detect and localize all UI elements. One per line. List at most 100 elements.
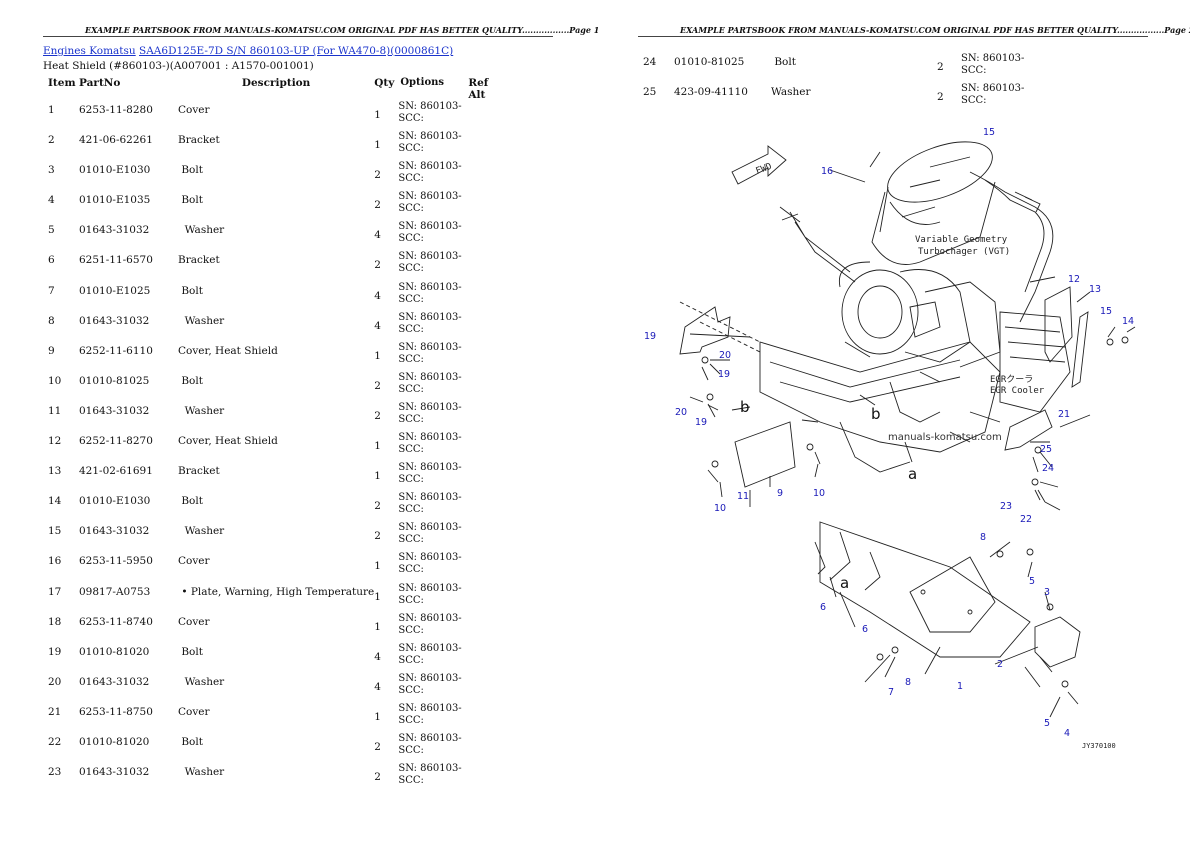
options-sn: SN: 860103- bbox=[398, 281, 462, 293]
breadcrumb-link-engines[interactable]: Engines Komatsu bbox=[43, 45, 136, 57]
cell-item: 6 bbox=[48, 251, 77, 281]
cell-description: Cover, Heat Shield bbox=[178, 432, 374, 462]
cell-partno-text: 01010-E1030 bbox=[79, 164, 151, 177]
cell-item: 12 bbox=[48, 432, 77, 462]
cell-description: Cover bbox=[178, 703, 374, 733]
cell-qty: 1 bbox=[374, 703, 394, 733]
cell-description: • Plate, Warning, High Temperature bbox=[178, 583, 374, 613]
cell-refalt bbox=[468, 372, 508, 402]
cell-item: 10 bbox=[48, 372, 77, 402]
cell-item-text: 18 bbox=[48, 615, 62, 628]
cell-qty-text: 1 bbox=[374, 560, 381, 573]
options-scc: SCC: bbox=[398, 413, 424, 425]
options-sn: SN: 860103- bbox=[398, 612, 462, 624]
cell-item-text: 7 bbox=[48, 284, 55, 297]
cell-item: 22 bbox=[48, 733, 77, 763]
callout-10-right: 10 bbox=[813, 488, 825, 499]
callout-12: 12 bbox=[1068, 274, 1080, 285]
options-scc: SCC: bbox=[398, 775, 424, 787]
options-scc: SCC: bbox=[398, 654, 424, 666]
cell-refalt bbox=[468, 552, 508, 582]
options-scc: SCC: bbox=[961, 95, 987, 106]
cell-item: 7 bbox=[48, 282, 77, 312]
options-sn: SN: 860103- bbox=[398, 732, 462, 744]
callout-8-upper: 8 bbox=[980, 532, 986, 543]
egr-label-line1: EGRクーラ bbox=[990, 374, 1033, 385]
cell-partno: 423-09-41110 bbox=[672, 83, 771, 113]
cell-options: SN: 860103-SCC: bbox=[394, 673, 468, 703]
col-description: Description bbox=[241, 77, 311, 89]
cell-refalt bbox=[468, 703, 508, 733]
fwd-arrow-icon bbox=[731, 145, 787, 185]
cell-description-text: Cover, Heat Shield bbox=[178, 435, 278, 448]
cell-partno: 01010-81025 bbox=[672, 53, 771, 83]
cell-description: Washer bbox=[178, 522, 374, 552]
cell-partno: 01643-31032 bbox=[77, 221, 178, 251]
options-sn: SN: 860103- bbox=[398, 371, 462, 383]
callout-5-upper: 5 bbox=[1029, 576, 1035, 587]
cell-description-text: Cover bbox=[178, 615, 210, 628]
cell-refalt bbox=[468, 131, 508, 161]
cell-item: 5 bbox=[48, 221, 77, 251]
options-scc: SCC: bbox=[398, 233, 424, 245]
cell-refalt bbox=[468, 492, 508, 522]
cell-description-text: Cover bbox=[178, 104, 210, 116]
cell-description: Bolt bbox=[771, 53, 937, 83]
callout-17: 15 bbox=[983, 127, 995, 138]
cell-description-text: Cover bbox=[178, 705, 210, 718]
cell-description-text: Washer bbox=[178, 224, 225, 237]
options-scc: SCC: bbox=[398, 684, 424, 696]
callout-6-right: 6 bbox=[862, 624, 868, 635]
cell-qty: 2 bbox=[937, 53, 957, 83]
cell-item-text: 17 bbox=[48, 585, 62, 598]
exploded-parts-diagram: FWD Variable Geometry Turbochager (VGT) … bbox=[644, 127, 1136, 750]
cell-item: 11 bbox=[48, 402, 77, 432]
turbo-heat-shield-cover bbox=[871, 141, 996, 265]
header-divider bbox=[638, 36, 1148, 37]
figure-code: JY370100 bbox=[1082, 742, 1116, 750]
cell-options: SN: 860103-SCC: bbox=[394, 462, 468, 492]
cell-refalt bbox=[468, 583, 508, 613]
cell-qty-text: 4 bbox=[374, 319, 381, 332]
options-sn: SN: 860103- bbox=[398, 462, 462, 474]
cell-qty: 4 bbox=[374, 673, 394, 703]
cell-item-text: 9 bbox=[48, 344, 55, 357]
options-sn: SN: 860103- bbox=[398, 432, 462, 444]
ref-letter-a-upper: a bbox=[908, 465, 917, 483]
cell-options: SN: 860103-SCC: bbox=[394, 221, 468, 251]
cell-qty: 2 bbox=[374, 191, 394, 221]
cell-refalt bbox=[1029, 53, 1069, 83]
vgt-label-line2: Turbochager (VGT) bbox=[918, 247, 1010, 257]
cell-partno: 01643-31032 bbox=[77, 763, 178, 793]
cell-item-text: 24 bbox=[643, 56, 657, 68]
cell-qty: 2 bbox=[374, 733, 394, 763]
cell-item-text: 16 bbox=[48, 555, 62, 568]
callout-7: 7 bbox=[888, 687, 894, 698]
options-scc: SCC: bbox=[961, 65, 987, 76]
cell-qty-text: 2 bbox=[374, 169, 381, 182]
cell-partno-text: 423-09-41110 bbox=[674, 86, 748, 98]
cell-qty: 1 bbox=[374, 552, 394, 582]
cell-partno-text: 01010-81025 bbox=[79, 374, 150, 387]
cell-description-text: Bolt bbox=[178, 735, 203, 748]
cell-qty: 1 bbox=[374, 613, 394, 643]
breadcrumb: Engines Komatsu SAA6D125E-7D S/N 860103-… bbox=[43, 45, 453, 57]
breadcrumb-link-model[interactable]: SAA6D125E-7D S/N 860103-UP (For WA470-8)… bbox=[139, 45, 454, 57]
cell-qty-text: 2 bbox=[374, 409, 381, 422]
cell-qty: 1 bbox=[374, 583, 394, 613]
cell-description: Washer bbox=[178, 673, 374, 703]
cell-options: SN: 860103-SCC: bbox=[394, 643, 468, 673]
cell-qty-text: 2 bbox=[374, 530, 381, 543]
cell-description: Washer bbox=[178, 221, 374, 251]
options-sn: SN: 860103- bbox=[398, 552, 462, 564]
cell-item: 18 bbox=[48, 613, 77, 643]
cell-refalt bbox=[468, 673, 508, 703]
ref-letter-b-left: b bbox=[740, 398, 750, 416]
